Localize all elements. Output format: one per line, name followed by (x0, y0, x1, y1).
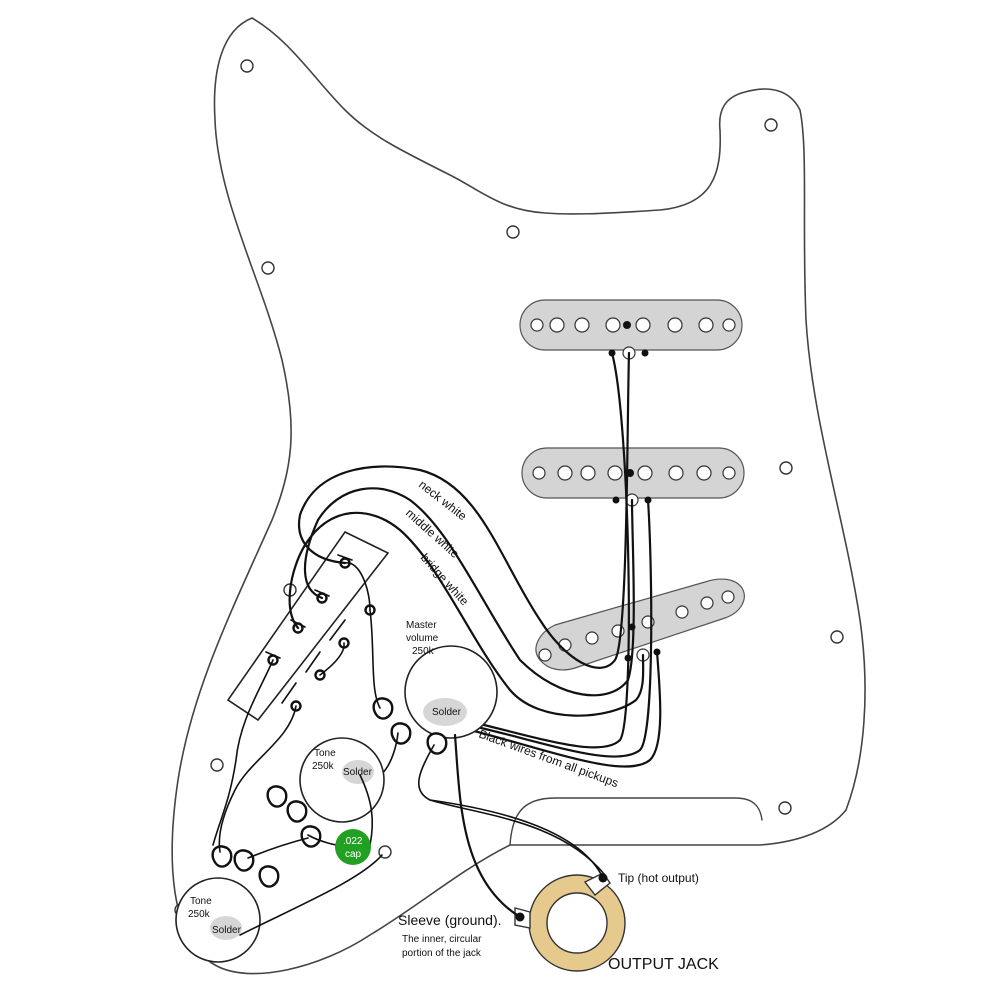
tone1-wire (218, 705, 297, 853)
output-jack-label: OUTPUT JACK (608, 956, 719, 973)
output-jack (514, 872, 626, 972)
middle-white-wire (303, 487, 635, 697)
black-ground-wire-bridge (453, 650, 662, 768)
tone2-cap-wire (247, 837, 309, 859)
switch-jumper (344, 562, 371, 611)
neck-white-wire (298, 351, 631, 669)
sleeve-label: portion of the jack (402, 948, 482, 959)
screw-hole (210, 758, 224, 772)
master-volume-label: Master (406, 620, 437, 631)
volume-output-wire (418, 744, 606, 876)
black-ground-wire-neck (453, 351, 630, 749)
volume-input-wire (369, 609, 381, 709)
sleeve-label: The inner, circular (402, 934, 482, 945)
tone1-label: 250k (312, 761, 335, 772)
jack-ground-wire (453, 733, 522, 919)
tone2-solder-label: Solder (212, 925, 242, 936)
cap-label: cap (345, 849, 362, 860)
bridge-white-wire (288, 511, 645, 717)
master-solder-label: Solder (432, 707, 462, 718)
tone1-label: Tone (314, 748, 336, 759)
tone2-label: Tone (190, 896, 212, 907)
screw-hole (240, 59, 254, 73)
screw-hole (506, 225, 520, 239)
sleeve-label: Sleeve (ground). (398, 912, 502, 928)
five-way-switch (226, 530, 390, 722)
capacitor (335, 829, 371, 865)
tone2-label: 250k (188, 909, 211, 920)
tone-pot-2 (175, 845, 280, 963)
neck-cutout (509, 797, 763, 846)
screw-hole (764, 118, 778, 132)
cap-label: .022 (343, 836, 363, 847)
screw-hole (830, 630, 844, 644)
screw-hole (261, 261, 275, 275)
jack-tip-wire (429, 799, 604, 879)
tone1-solder-label: Solder (343, 767, 373, 778)
tone-pot-1 (266, 737, 385, 848)
middle-pickup (521, 447, 745, 507)
tone2-wire (212, 659, 274, 846)
pickguard-outline (171, 17, 866, 975)
master-volume-label: volume (406, 633, 439, 644)
master-volume-label: 250k (412, 646, 435, 657)
switch-jumper (319, 642, 345, 676)
black-ground-wire-middle (453, 498, 653, 758)
master-volume-pot (372, 645, 498, 755)
screw-hole (779, 461, 793, 475)
tone-ground-wire (239, 854, 383, 936)
screw-hole (778, 801, 792, 815)
cap-ground-wire (359, 774, 374, 846)
tip-label: Tip (hot output) (618, 871, 699, 885)
neck-pickup (519, 299, 743, 360)
